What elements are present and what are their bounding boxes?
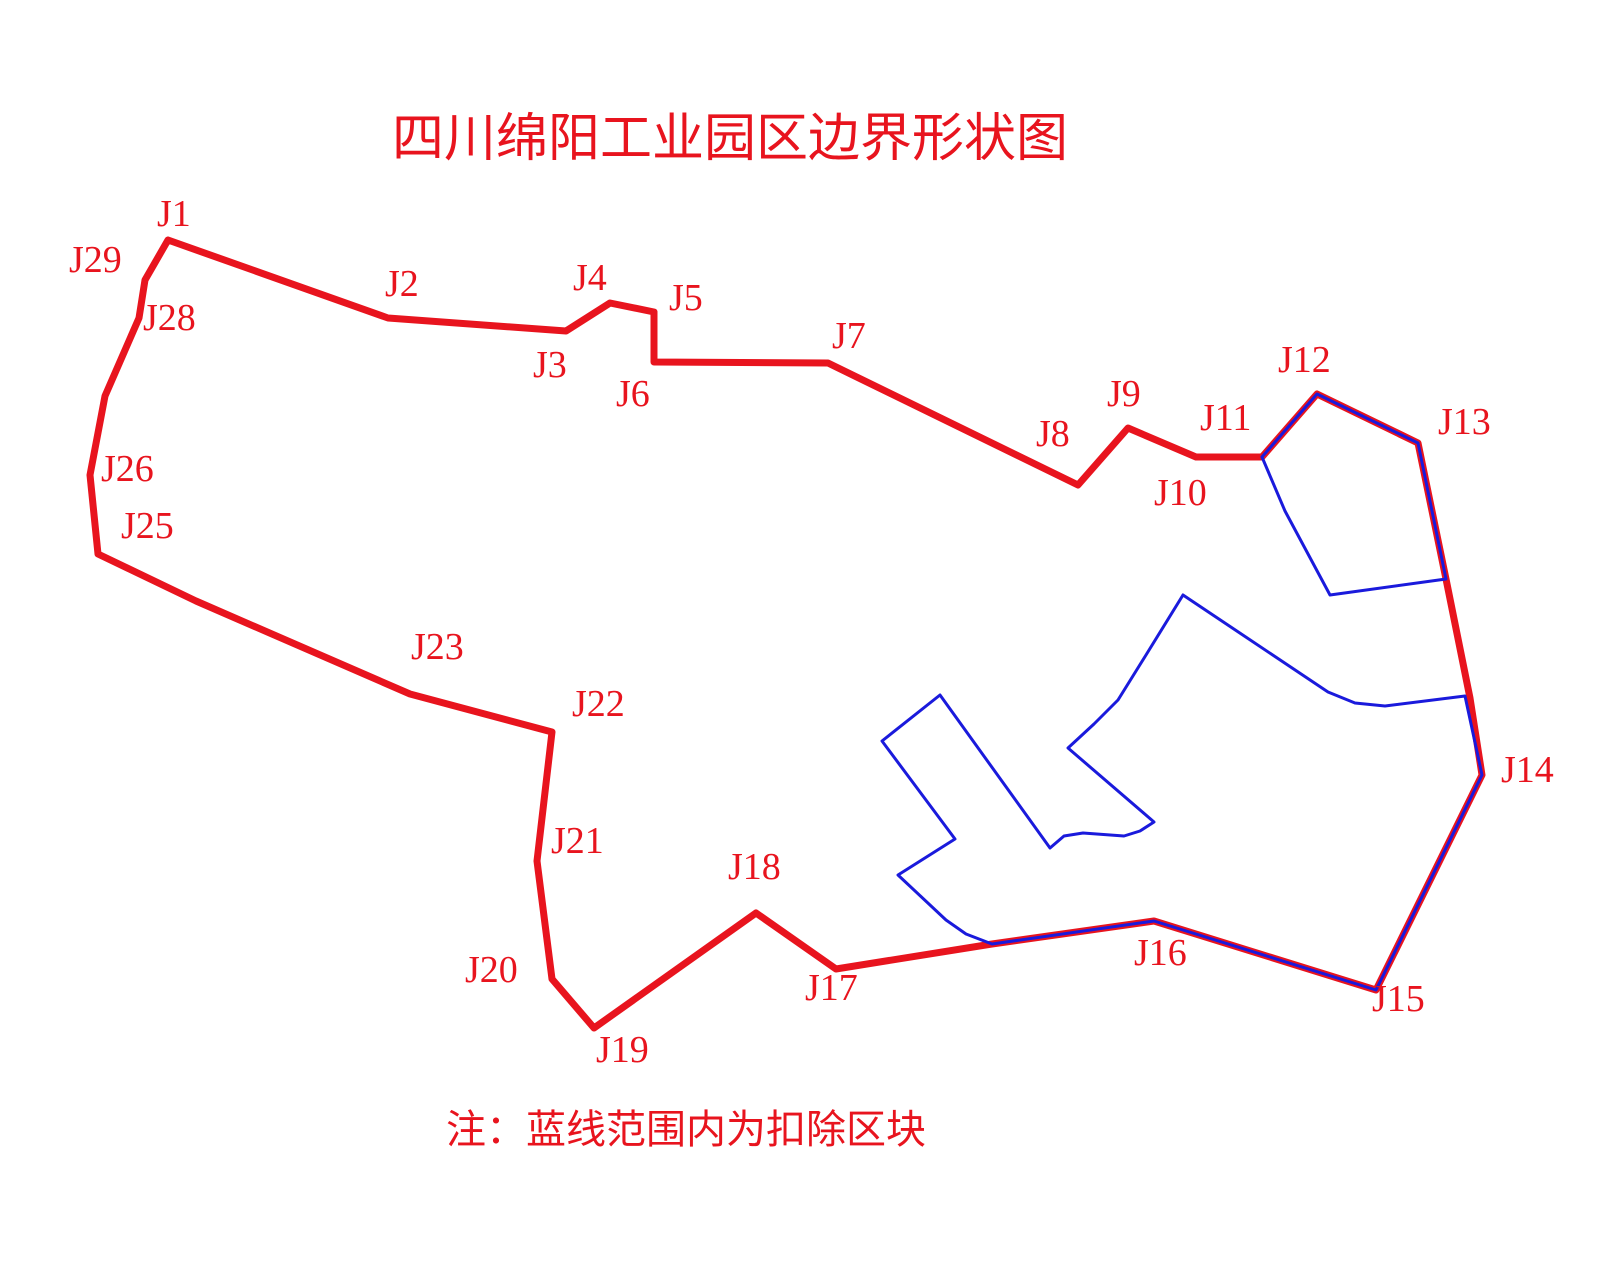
vertex-label-j1: J1 [157, 193, 191, 235]
vertex-label-j10: J10 [1154, 472, 1207, 514]
vertex-label-j20: J20 [465, 949, 518, 991]
vertex-label-j25: J25 [121, 505, 174, 547]
vertex-label-j19: J19 [596, 1029, 649, 1071]
vertex-label-j15: J15 [1372, 978, 1425, 1020]
vertex-label-j3: J3 [533, 344, 567, 386]
vertex-label-j26: J26 [101, 448, 154, 490]
vertex-label-j2: J2 [385, 263, 419, 305]
vertex-label-j22: J22 [572, 683, 625, 725]
vertex-label-j11: J11 [1200, 397, 1251, 439]
excluded-block-top-right [1260, 392, 1448, 597]
vertex-label-j6: J6 [616, 373, 650, 415]
map-title: 四川绵阳工业园区边界形状图 [392, 109, 1068, 169]
vertex-label-j23: J23 [411, 626, 464, 668]
map-note: 注：蓝线范围内为扣除区块 [446, 1107, 926, 1153]
vertex-label-j12: J12 [1278, 339, 1331, 381]
vertex-label-j9: J9 [1107, 373, 1141, 415]
park-boundary-line [86, 236, 1486, 1032]
vertex-label-j7: J7 [832, 315, 866, 357]
vertex-label-j18: J18 [728, 846, 781, 888]
vertex-label-j28: J28 [143, 297, 196, 339]
excluded-block-lower [880, 593, 1484, 992]
vertex-label-j5: J5 [669, 277, 703, 319]
vertex-label-j17: J17 [805, 967, 858, 1009]
vertex-label-j8: J8 [1036, 413, 1070, 455]
vertex-label-j13: J13 [1438, 401, 1491, 443]
vertex-label-j4: J4 [573, 257, 607, 299]
vertex-label-j16: J16 [1134, 932, 1187, 974]
vertex-label-j14: J14 [1501, 749, 1554, 791]
vertex-label-j21: J21 [551, 820, 604, 862]
vertex-label-j29: J29 [69, 239, 122, 281]
